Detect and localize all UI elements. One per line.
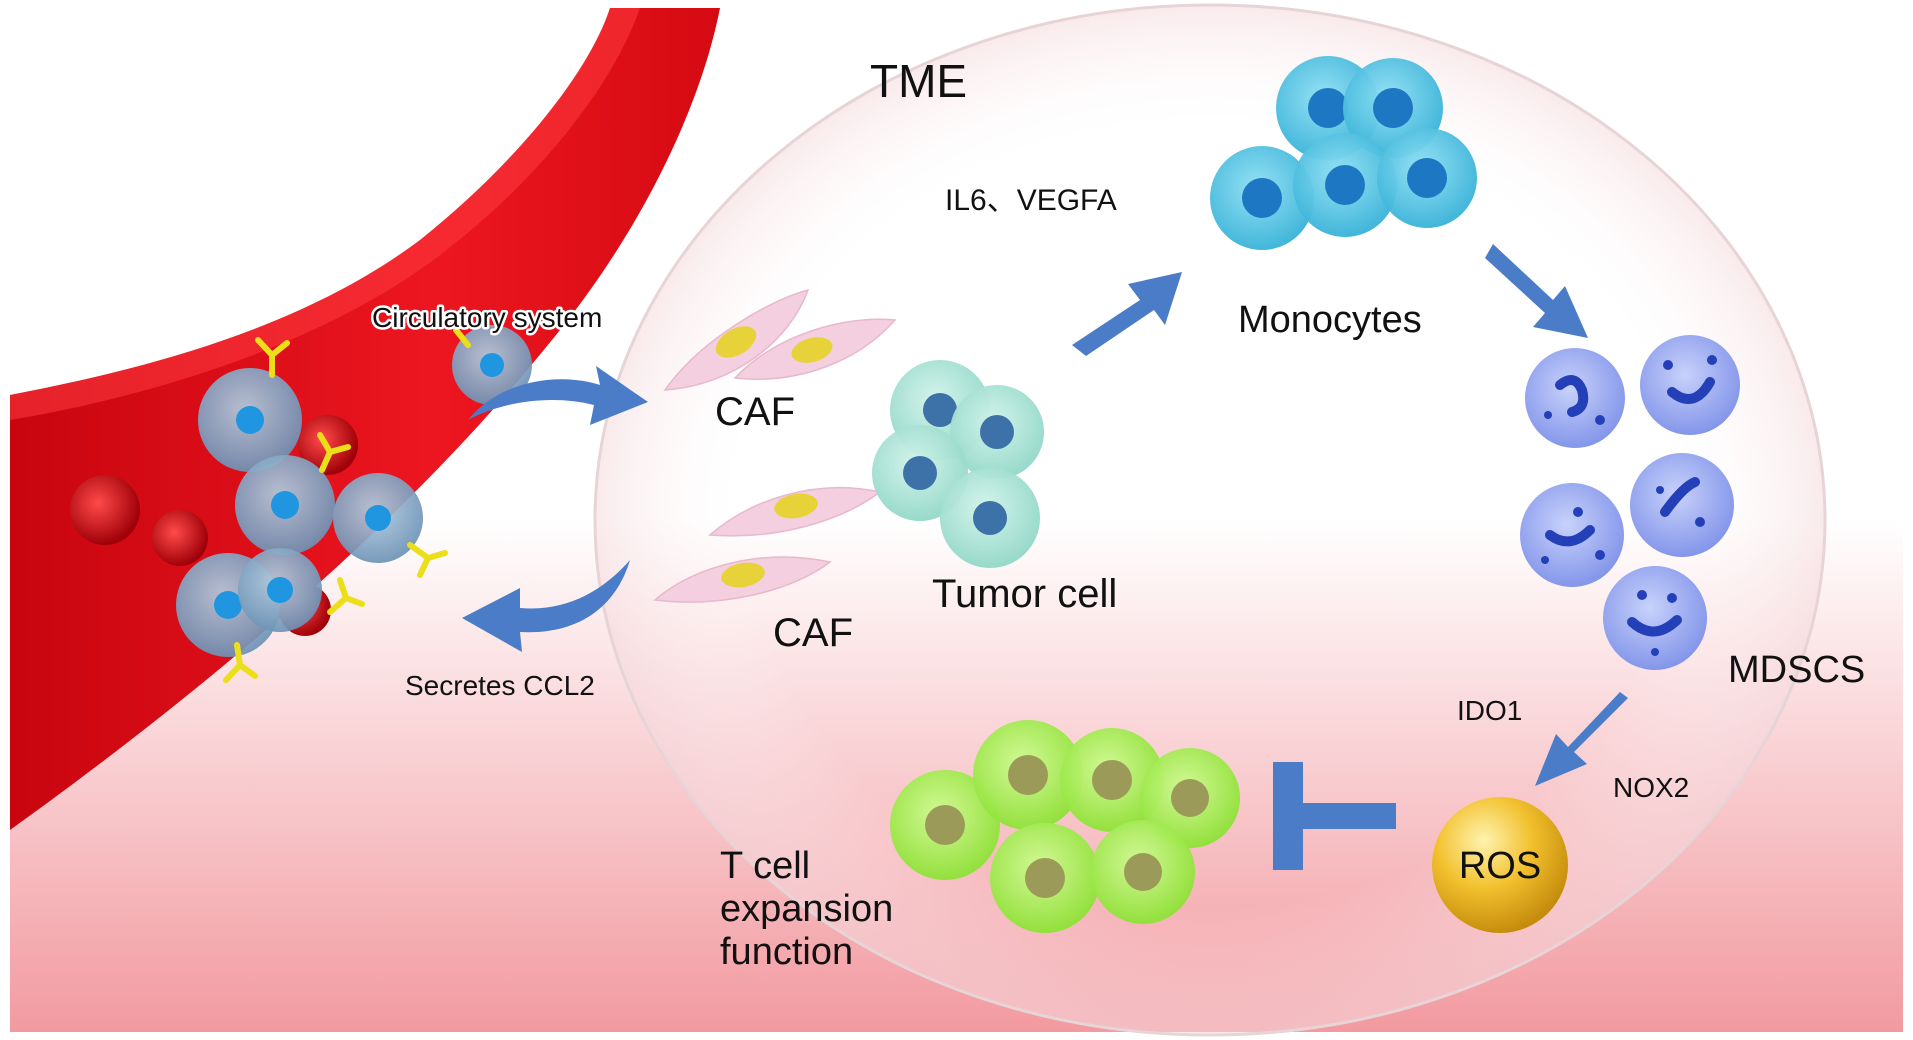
monocyte-cluster [1210, 56, 1477, 250]
t-cell [1091, 820, 1195, 924]
circulating-cell [333, 473, 423, 563]
inhibition-bar [1273, 762, 1396, 870]
caf-cell-group-top [663, 288, 897, 391]
monocyte-cell [1293, 133, 1397, 237]
label-caf-top: CAF [715, 390, 795, 434]
caf-cell [733, 318, 897, 380]
label-t-cell-line-2: expansion [720, 888, 893, 930]
label-tme: TME [870, 55, 967, 107]
t-cell [990, 823, 1100, 933]
t-cell [890, 770, 1000, 880]
caf-cell-group-bottom [653, 486, 882, 603]
t-cell-cluster [890, 720, 1240, 933]
caf-cell [663, 288, 810, 391]
mdsc-cell [1640, 335, 1740, 435]
caf-cell [653, 556, 832, 603]
circulating-cell [238, 548, 322, 632]
monocyte-cell [1210, 146, 1314, 250]
label-il6-vegfa: IL6、VEGFA [945, 184, 1117, 217]
label-circulatory-system: Circulatory system [372, 302, 602, 333]
mdsc-cell [1603, 566, 1707, 670]
red-blood-cell [70, 475, 140, 545]
label-mdscs: MDSCS [1728, 649, 1865, 691]
t-cell [1140, 748, 1240, 848]
circulating-cell-cluster [176, 325, 532, 683]
mdsc-cell [1525, 348, 1625, 448]
monocyte-cell [1377, 128, 1477, 228]
tme-boundary [593, 3, 1827, 1037]
label-tumor-cell: Tumor cell [932, 572, 1117, 616]
label-monocytes: Monocytes [1238, 299, 1422, 341]
curved-arrow-circulation-to-tme [468, 366, 648, 425]
mdsc-cell [1520, 483, 1624, 587]
tumor-cell [872, 425, 968, 521]
ros-molecule [1432, 797, 1568, 933]
label-ros: ROS [1459, 845, 1541, 887]
tumor-cell [950, 385, 1044, 479]
tumor-cell [940, 468, 1040, 568]
circulating-cell [198, 368, 302, 472]
label-nox2: NOX2 [1613, 772, 1689, 803]
label-caf-bottom: CAF [773, 611, 853, 655]
curved-arrow-ccl2-to-vessel [462, 560, 630, 652]
circulating-cell [452, 325, 532, 405]
tumor-cell-cluster [872, 360, 1044, 568]
arrow-to-ros [1535, 692, 1628, 786]
label-ido1: IDO1 [1457, 695, 1522, 726]
label-secretes-ccl2: Secretes CCL2 [405, 670, 595, 701]
circulating-cell [235, 455, 335, 555]
t-cell [973, 720, 1083, 830]
label-t-cell-line-1: T cell [720, 845, 810, 887]
label-t-cell-line-3: function [720, 931, 853, 973]
antibody-marks [223, 327, 471, 683]
t-cell [1060, 728, 1164, 832]
red-blood-cell [152, 510, 208, 566]
mdsc-cluster [1520, 335, 1740, 670]
mdsc-cell [1630, 453, 1734, 557]
arrow-to-mdscs [1485, 244, 1588, 338]
arrow-to-monocytes [1072, 272, 1182, 356]
